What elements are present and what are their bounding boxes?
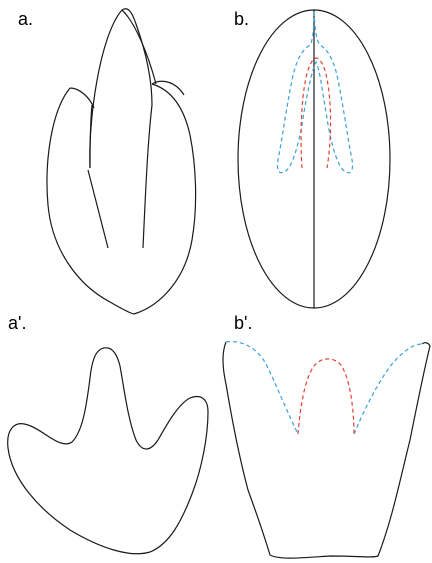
panel-a-center-tip-edge	[122, 10, 156, 84]
panel-a-left-fold-line	[88, 170, 108, 248]
panel-b-prime-drawing	[223, 342, 430, 559]
panel-a-drawing	[47, 9, 196, 314]
panel-b-prime-outline	[223, 342, 430, 558]
panel-b-drawing	[238, 10, 390, 308]
panel-b-prime-blue-dashed-left	[226, 342, 298, 434]
panel-b-red-dashed-outline	[301, 58, 331, 168]
panel-a-outer-outline	[47, 84, 196, 314]
panel-b-prime-blue-dashed-right	[354, 344, 422, 434]
panel-a-left-fold-inner	[90, 105, 92, 168]
panel-a-left-lobe-top	[70, 88, 94, 108]
panel-a-prime-outline	[8, 348, 208, 554]
panel-a-prime-drawing	[8, 348, 208, 554]
panel-b-prime-red-dashed-arch	[298, 359, 354, 434]
panel-b-blue-dashed-outline	[277, 12, 352, 173]
